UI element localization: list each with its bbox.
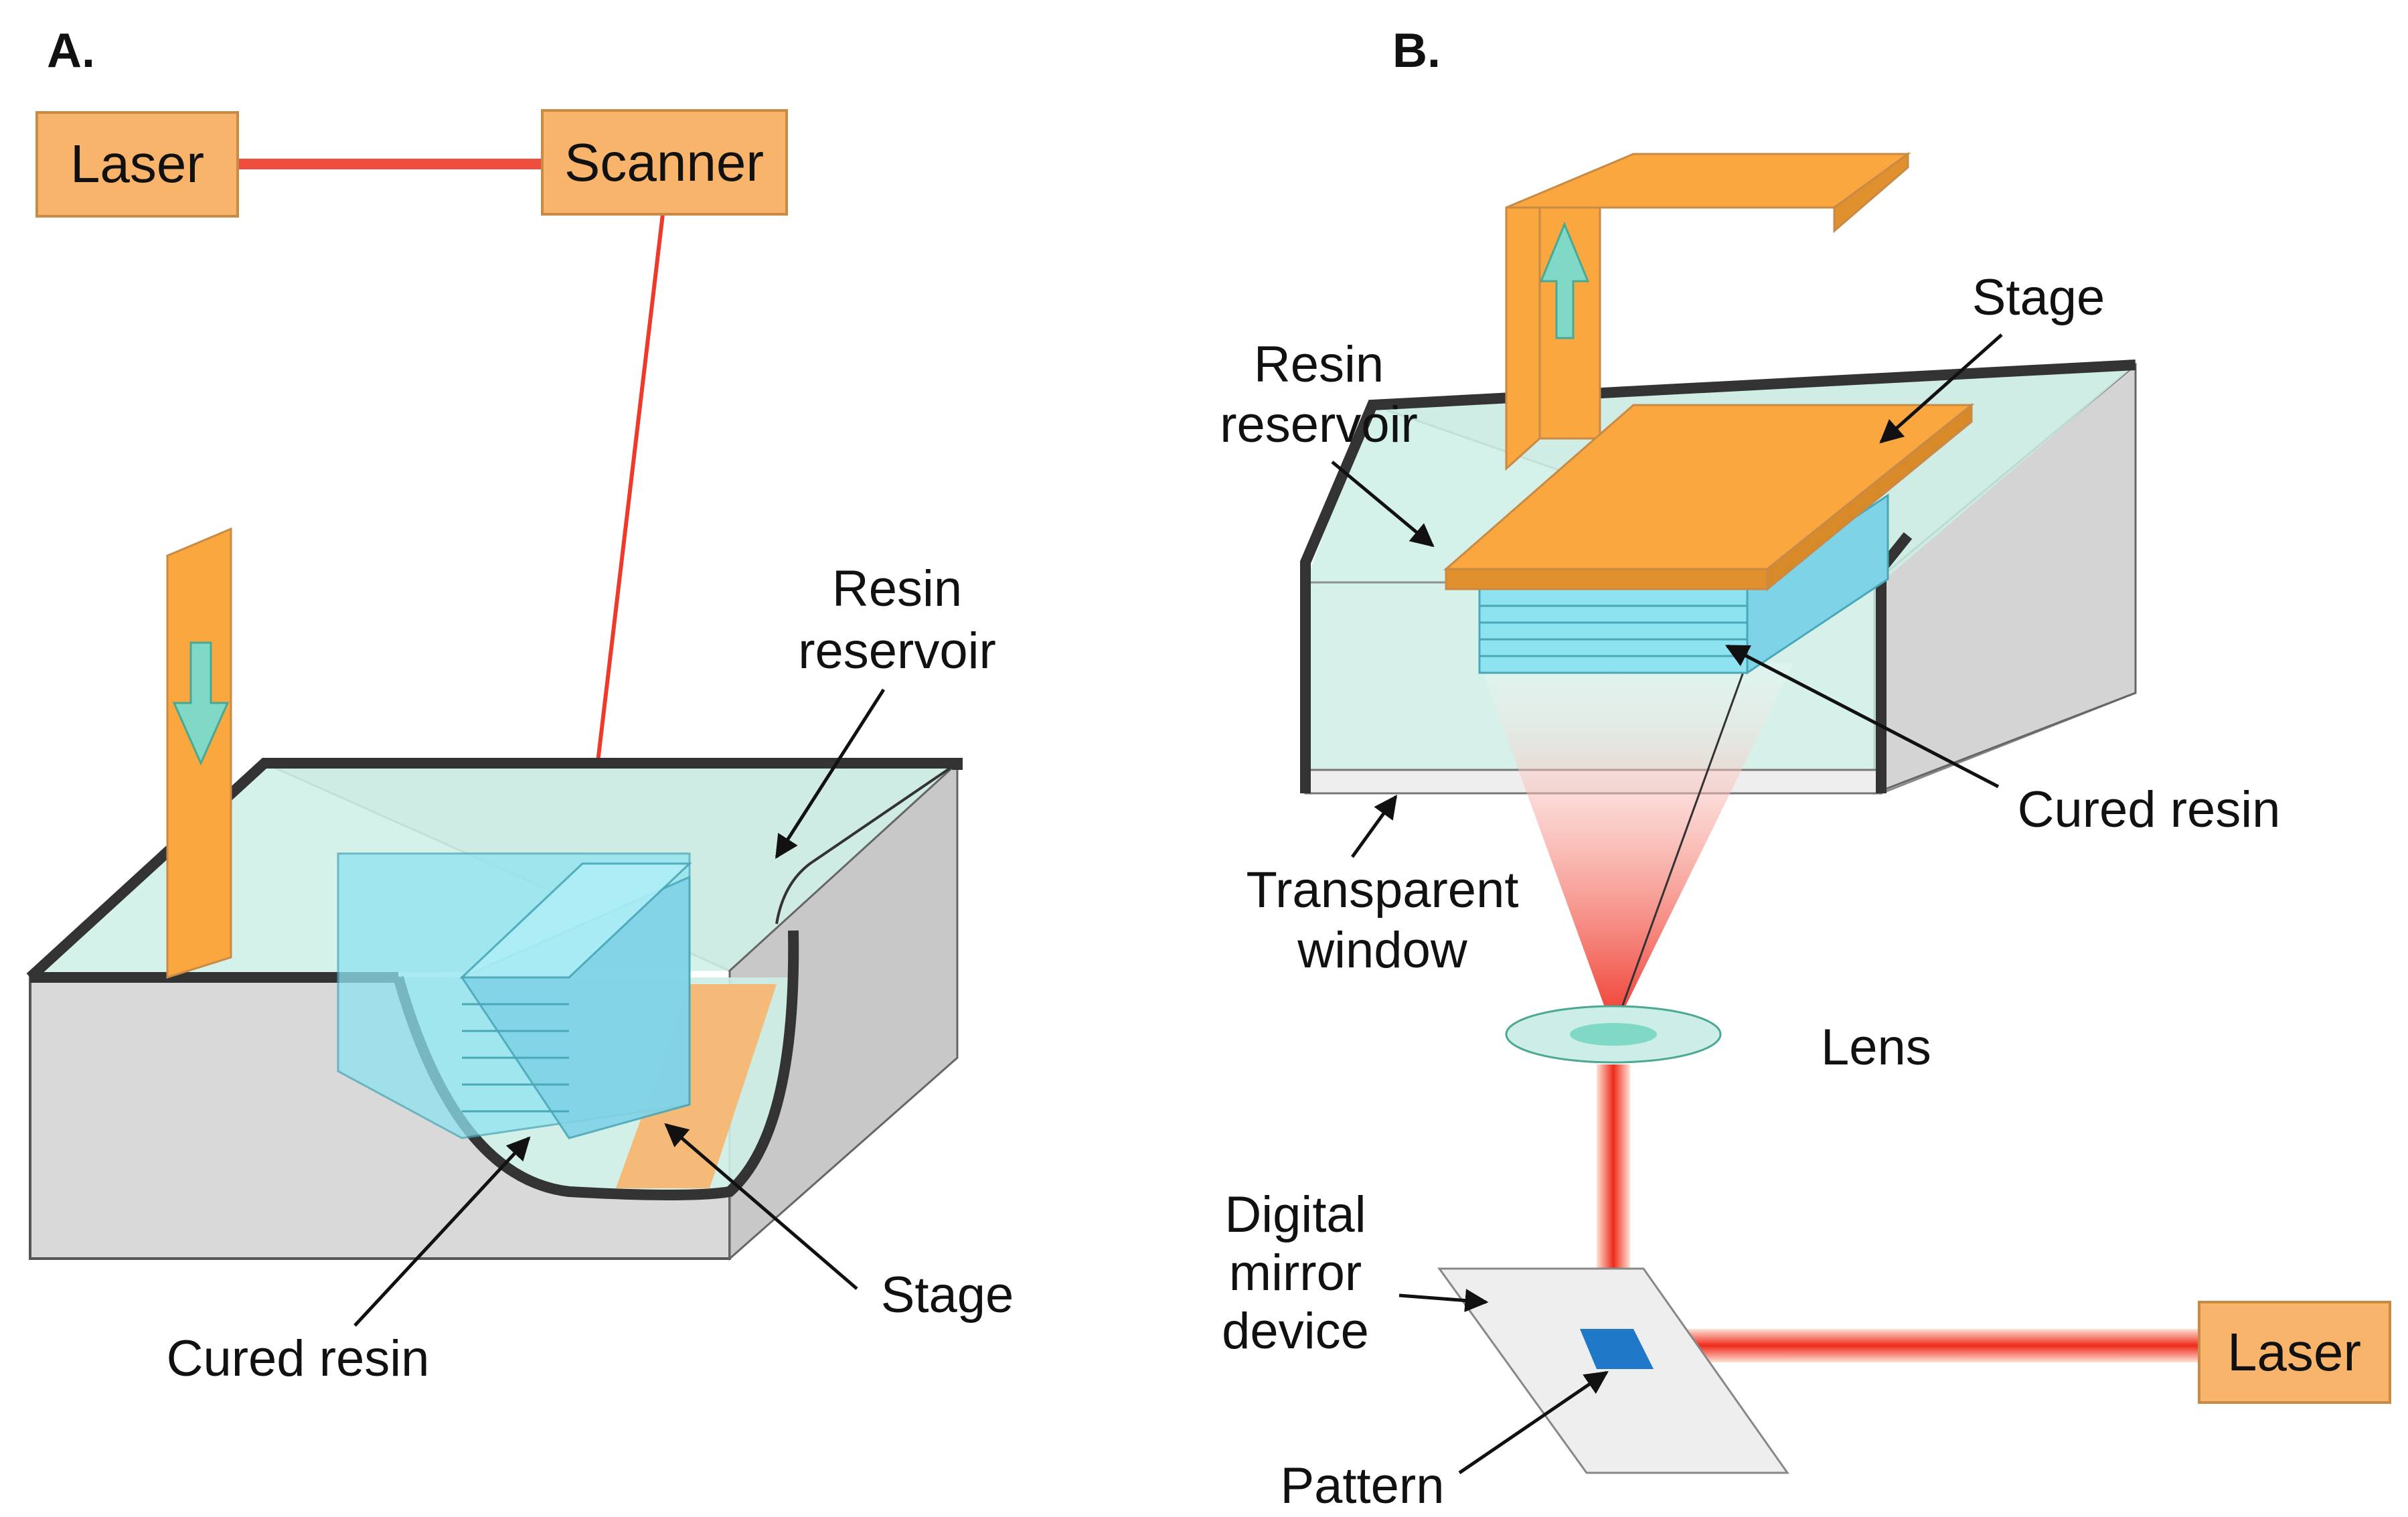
- panel-b-label: B.: [1392, 24, 1441, 78]
- pattern-mirror: [1580, 1329, 1654, 1369]
- stage-label-b: Stage: [1972, 269, 2105, 326]
- down-arrow-icon: [172, 641, 230, 766]
- cured-resin-b: [1478, 493, 1889, 675]
- transparent-window-label-1: Transparent: [1247, 862, 1519, 919]
- panel-a-label: A.: [47, 24, 95, 78]
- laser-box-b: [2198, 1301, 2391, 1404]
- cured-resin-label-b: Cured resin: [2018, 781, 2281, 838]
- stage-b: [1443, 152, 1975, 592]
- panel-b: B.: [1220, 24, 2391, 1514]
- lens-label-b: Lens: [1821, 1019, 1931, 1076]
- lens-b: [1505, 1005, 1722, 1064]
- resin-reservoir-label-b-1: Resin: [1254, 336, 1384, 393]
- resin-reservoir-label-a-1: Resin: [832, 560, 962, 617]
- transparent-window-label-2: window: [1297, 922, 1468, 979]
- cured-resin-a: [337, 852, 692, 1139]
- up-arrow-icon: [1539, 222, 1590, 339]
- panel-a: A. Laser Scanner: [26, 24, 1014, 1387]
- dmd-label-1: Digital: [1224, 1186, 1366, 1243]
- resin-reservoir-label-a-2: reservoir: [798, 623, 996, 680]
- light-cone-b: [1479, 663, 1794, 1031]
- pattern-label: Pattern: [1280, 1457, 1444, 1514]
- cured-resin-label-a: Cured resin: [167, 1330, 430, 1387]
- scan-beam-a: [584, 214, 665, 864]
- laser-label-b: Laser: [2227, 1322, 2361, 1382]
- beam-horizontal-b: [1613, 1329, 2202, 1362]
- dmd-label-3: device: [1222, 1303, 1369, 1360]
- dmd-label-2: mirror: [1229, 1245, 1362, 1301]
- scanner-label-a: Scanner: [564, 133, 764, 192]
- laser-box-a: [35, 111, 239, 218]
- digital-mirror-device: [1437, 1267, 1789, 1474]
- scanner-box-a: [541, 109, 788, 216]
- laser-label-a: Laser: [70, 134, 204, 193]
- resin-reservoir-label-b-2: reservoir: [1220, 396, 1418, 453]
- stage-arm-a: [166, 527, 232, 979]
- stage-label-a: Stage: [881, 1267, 1014, 1324]
